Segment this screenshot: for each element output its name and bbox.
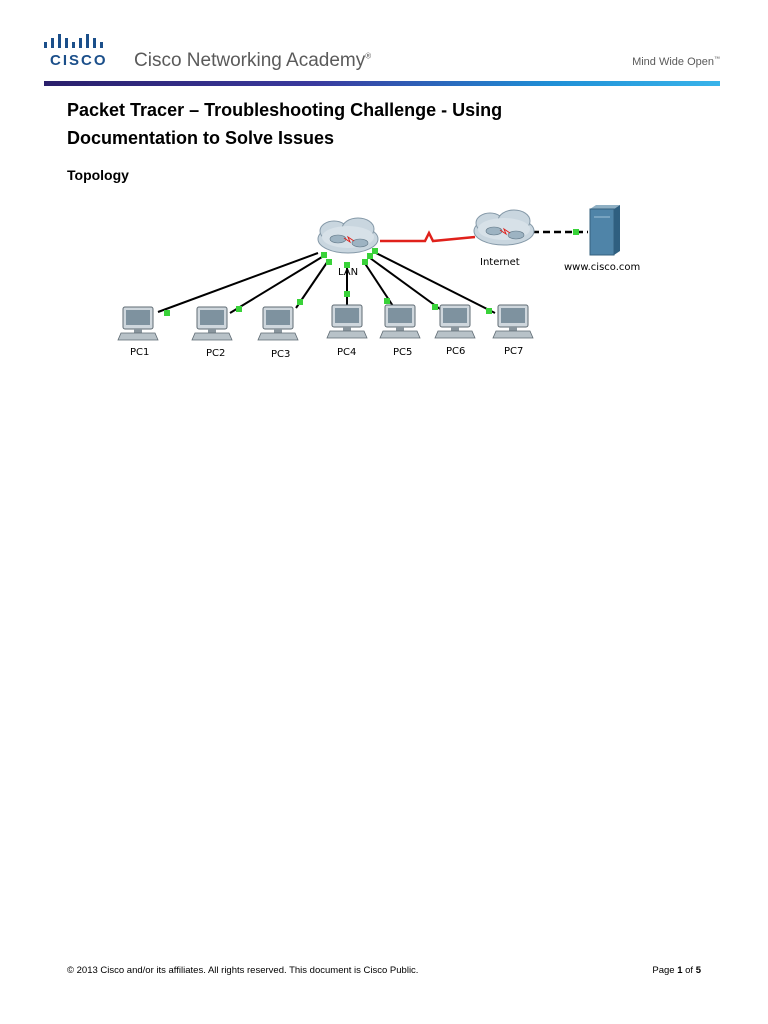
- footer-copyright: © 2013 Cisco and/or its affiliates. All …: [67, 965, 419, 976]
- cisco-logo-text: CISCO: [50, 52, 108, 69]
- serial-link: [380, 230, 476, 243]
- server-icon: [589, 205, 620, 256]
- pc4-icon: [326, 304, 368, 339]
- pc2-label: PC2: [206, 348, 225, 359]
- footer-page-number: Page 1 of 5: [652, 965, 701, 976]
- lan-label: LAN: [338, 267, 358, 278]
- pc4-label: PC4: [337, 347, 356, 358]
- section-heading-topology: Topology: [67, 167, 129, 183]
- link-pc6: [369, 257, 441, 310]
- title-line-1: Packet Tracer – Troubleshooting Challeng…: [67, 100, 503, 120]
- internet-cloud-icon: [473, 209, 535, 246]
- tagline: Mind Wide Open™: [632, 56, 720, 68]
- topology-diagram: LAN Internet www.cisco.com PC1 PC2 PC3 P…: [117, 205, 640, 360]
- page-header: CISCO Cisco Networking Academy® Mind Wid…: [0, 0, 768, 90]
- pc5-label: PC5: [393, 347, 412, 358]
- link-pc1: [157, 252, 319, 313]
- pc1-icon: [117, 306, 159, 341]
- pc7-label: PC7: [504, 346, 523, 357]
- pc5-icon: [379, 304, 421, 339]
- lan-cloud-icon: [317, 217, 379, 254]
- link-status-dots: [164, 229, 579, 316]
- link-pc2: [229, 256, 323, 314]
- academy-name: Cisco Networking Academy®: [134, 50, 372, 71]
- cisco-logo-icon: [44, 34, 103, 48]
- lan-links: [157, 252, 496, 314]
- internet-label: Internet: [480, 257, 520, 268]
- pc7-icon: [492, 304, 534, 339]
- pc3-icon: [257, 306, 299, 341]
- pc6-icon: [434, 304, 476, 339]
- pc3-label: PC3: [271, 349, 290, 360]
- title-line-2: Documentation to Solve Issues: [67, 128, 335, 148]
- pc2-icon: [191, 306, 233, 341]
- document-title: Packet Tracer – Troubleshooting Challeng…: [67, 96, 667, 152]
- link-pc7: [375, 252, 496, 314]
- pc6-label: PC6: [446, 346, 465, 357]
- header-divider: [44, 81, 720, 86]
- pc1-label: PC1: [130, 347, 149, 358]
- server-label: www.cisco.com: [564, 262, 640, 273]
